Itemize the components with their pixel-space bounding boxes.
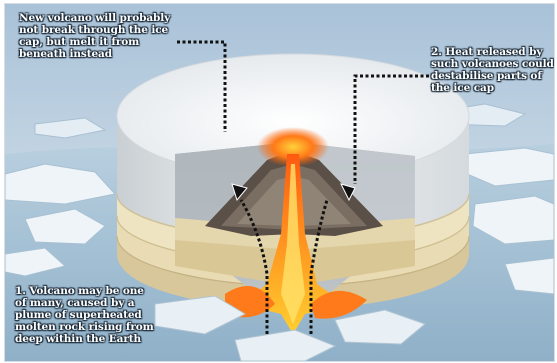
annotation-line: of many, caused by a [15, 297, 154, 309]
annotation-line: the ice cap [431, 82, 554, 94]
annotation-heat-released: 2. Heat released by such volcanoes could… [431, 46, 554, 94]
annotation-line: not break through the ice [19, 24, 170, 36]
annotation-line: 1. Volcano may be one [15, 285, 154, 297]
annotation-line: cap, but melt it from [19, 36, 170, 48]
annotation-volcano-origin: 1. Volcano may be one of many, caused by… [15, 285, 154, 345]
annotation-line: molten rock rising from [15, 321, 154, 333]
diagram-canvas: New volcano will probably not break thro… [4, 3, 555, 362]
annotation-new-volcano: New volcano will probably not break thro… [19, 12, 170, 60]
annotation-line: beneath instead [19, 48, 170, 60]
annotation-line: New volcano will probably [19, 12, 170, 24]
annotation-line: plume of superheated [15, 309, 154, 321]
annotation-line: destabilise parts of [431, 70, 554, 82]
annotation-line: deep within the Earth [15, 333, 154, 345]
annotation-line: such volcanoes could [431, 58, 554, 70]
annotation-line: 2. Heat released by [431, 46, 554, 58]
